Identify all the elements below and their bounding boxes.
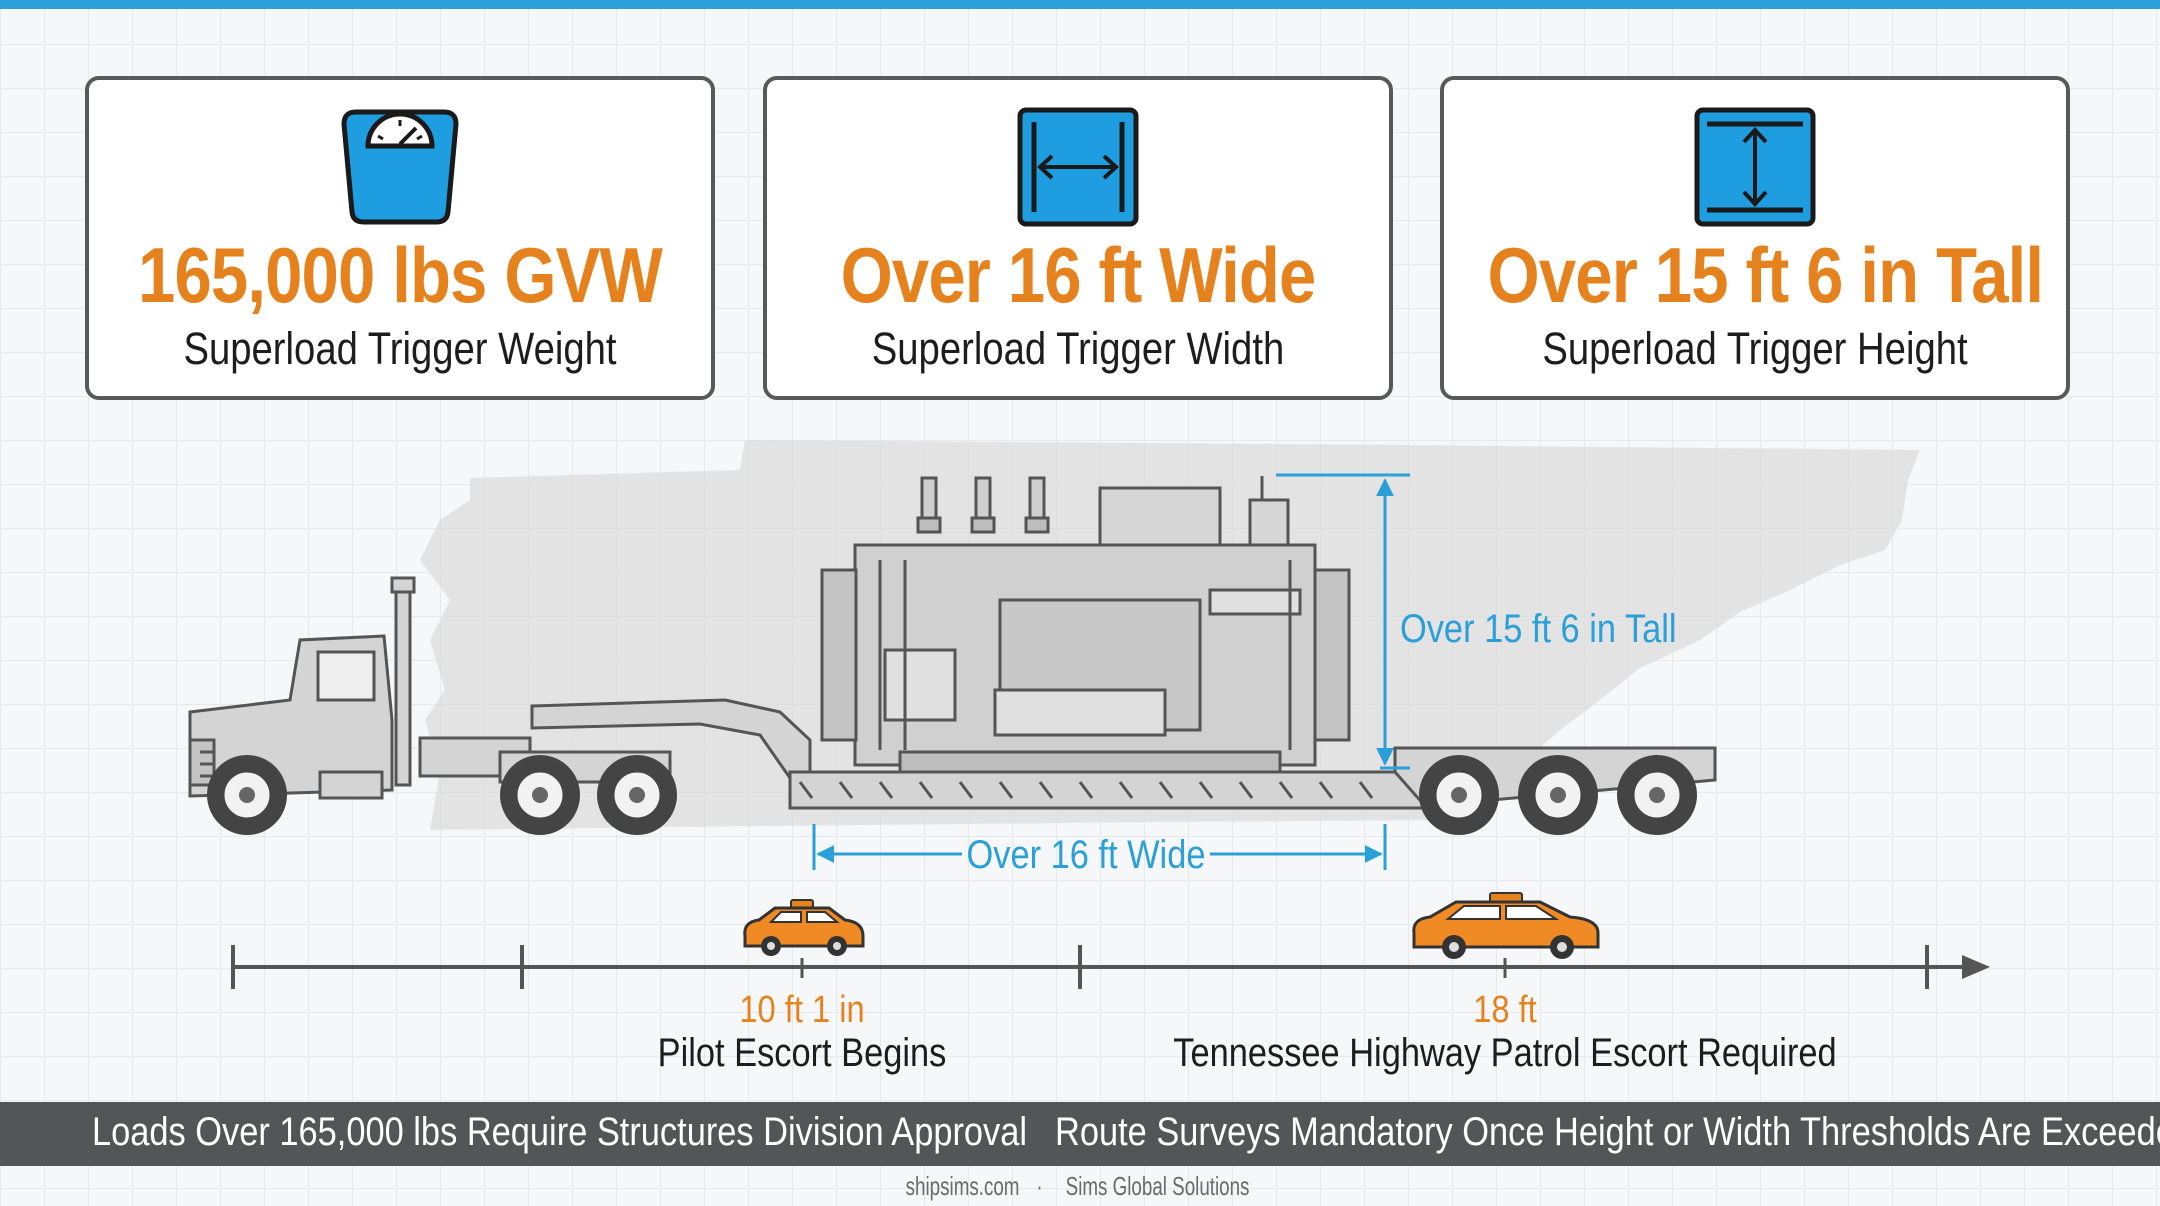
truck-wheels [207, 755, 1697, 835]
width-dimension [812, 824, 1387, 870]
footer-company: Sims Global Solutions [1064, 1171, 1249, 1201]
width-arrows-icon [1016, 106, 1140, 233]
footer-separator: · [1035, 1171, 1042, 1201]
highway-patrol-car-icon [1412, 892, 1600, 959]
scale-icon [338, 106, 462, 231]
footer-domain: shipsims.com [905, 1171, 1019, 1201]
weight-card: 165,000 lbs GVW Superload Trigger Weight [85, 76, 715, 400]
pilot-escort-label: Pilot Escort Begins [658, 1030, 947, 1075]
pilot-escort-car-icon [743, 899, 865, 956]
width-label: Superload Trigger Width [871, 323, 1285, 374]
pilot-escort-threshold: 10 ft 1 in [739, 988, 864, 1031]
weight-value: 165,000 lbs GVW [137, 231, 663, 319]
banner-route-surveys: Route Surveys Mandatory Once Height or W… [1055, 1110, 2160, 1154]
patrol-escort-threshold: 18 ft [1473, 988, 1537, 1031]
width-card: Over 16 ft Wide Superload Trigger Width [763, 76, 1393, 400]
height-card: Over 15 ft 6 in Tall Superload Trigger H… [1440, 76, 2070, 400]
height-label: Superload Trigger Height [1542, 323, 1968, 374]
transformer-load [820, 476, 1351, 776]
banner-structures-approval: Loads Over 165,000 lbs Require Structure… [92, 1110, 1028, 1154]
width-dimension-label: Over 16 ft Wide [967, 832, 1206, 877]
requirements-banner: Loads Over 165,000 lbs Require Structure… [0, 1102, 2160, 1166]
width-value: Over 16 ft Wide [840, 231, 1317, 319]
escort-timeline [231, 945, 1990, 989]
height-arrows-icon [1693, 106, 1817, 233]
height-value: Over 15 ft 6 in Tall [1487, 231, 2045, 319]
top-accent-bar [0, 0, 2160, 9]
weight-label: Superload Trigger Weight [183, 323, 617, 374]
height-dimension [1276, 473, 1410, 770]
height-dimension-label: Over 15 ft 6 in Tall [1400, 606, 1677, 651]
footer-credit: shipsims.com · Sims Global Solutions [0, 1171, 2160, 1202]
patrol-escort-label: Tennessee Highway Patrol Escort Required [1173, 1030, 1836, 1075]
